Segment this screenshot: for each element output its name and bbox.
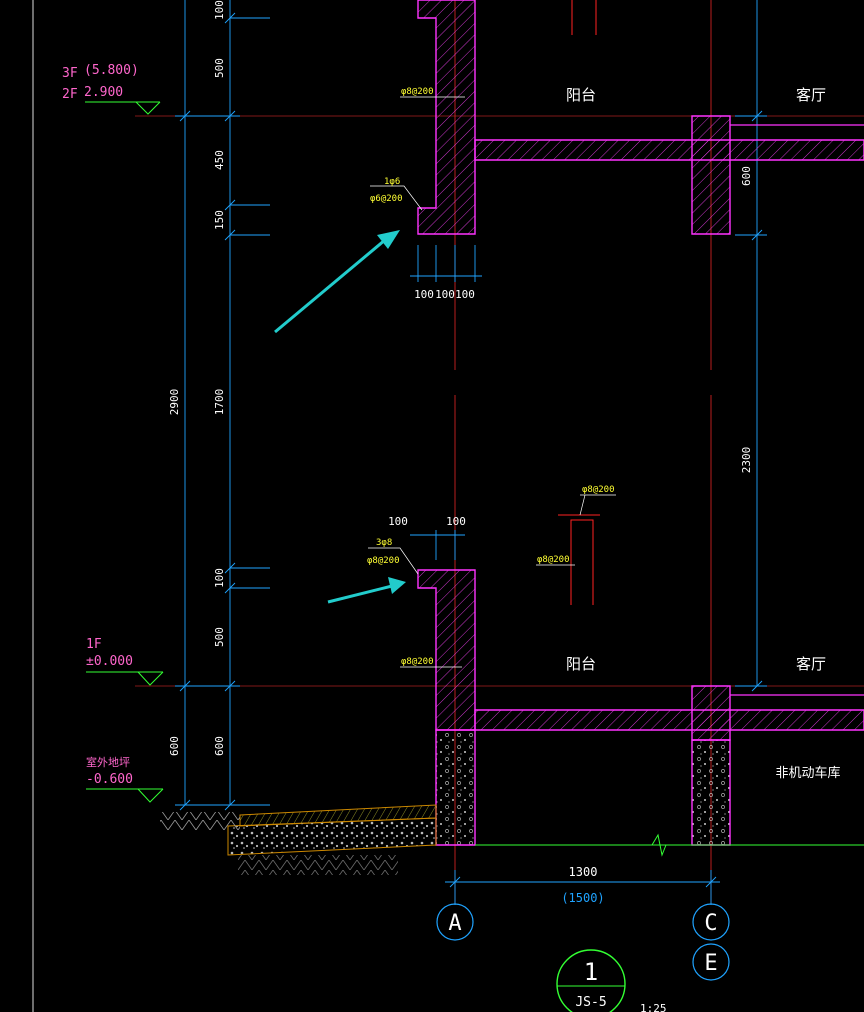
dim-500-top: 500 [213,58,226,78]
dim-100-top: 100 [213,0,226,20]
rebar-label-upper-ledge-top: 1φ6 [384,177,400,187]
level-ground-symbol [86,788,164,803]
rebar-lines [558,0,600,605]
lower-balcony-wall [417,569,864,846]
dim-600-bottom: 600 [213,736,226,756]
upper-detail-dim-b: 100 [435,288,455,301]
rebar-label-center-top: φ8@200 [582,485,615,495]
bottom-dimension [445,870,720,905]
rebar-label-upper-wall: φ8@200 [401,87,434,97]
level-2f-value: 2.900 [84,85,123,100]
level-2f-label: 2F [62,87,78,102]
axis-label-a: A [448,911,461,936]
room-living-lower: 客厅 [796,655,826,673]
rebar-leaders [368,96,616,668]
level-reference-lines [135,115,864,687]
rebar-label-mid-top: 3φ8 [376,538,392,548]
left-dimension-texts: 2900 600 100 500 450 150 1700 100 500 60… [168,0,226,756]
mid-detail-dim-a: 100 [388,515,408,528]
room-balcony-lower: 阳台 [566,655,596,673]
dim-100-mid: 100 [213,568,226,588]
left-dimension-chains [175,0,270,811]
bottom-dim-1500: (1500) [561,891,604,905]
room-balcony-upper: 阳台 [566,86,596,104]
level-3f-value: (5.800) [84,63,139,78]
dim-right-2300: 2300 [740,447,753,474]
level-ground-marker: 室外地坪 -0.600 [86,755,164,803]
bottom-dim-1300: 1300 [569,865,598,879]
ground-slab [160,804,864,875]
room-living-upper: 客厅 [796,86,826,104]
dim-right-600: 600 [740,166,753,186]
level-ground-value: -0.600 [86,772,133,787]
mid-detail-dimension [410,530,465,560]
upper-detail-dimension [410,245,482,282]
level-2f-symbol [85,101,161,115]
axis-bubble-e[interactable]: E [692,943,730,981]
dim-450: 450 [213,150,226,170]
level-1f-marker: 1F ±0.000 [86,637,164,686]
dim-1700: 1700 [213,389,226,416]
axis-label-c: C [704,911,717,936]
level-1f-symbol [86,671,164,686]
annotation-arrow-upper [274,230,400,334]
upper-detail-dim-a: 100 [414,288,434,301]
axis-label-e: E [704,951,717,976]
rebar-label-lower-wall: φ8@200 [401,657,434,667]
rebar-label-upper-ledge-bottom: φ6@200 [370,194,403,204]
level-1f-label: 1F [86,637,102,652]
detail-scale: 1:25 [640,1002,667,1012]
dim-500-mid: 500 [213,627,226,647]
upper-detail-dim-c: 100 [455,288,475,301]
right-dimension-chain [735,0,767,692]
rebar-label-mid-bottom: φ8@200 [367,556,400,566]
dim-total-2900: 2900 [168,389,181,416]
axis-grid-lines [454,0,712,905]
level-1f-value: ±0.000 [86,654,133,669]
axis-bubble-c[interactable]: C [692,903,730,941]
dim-150: 150 [213,210,226,230]
mid-detail-dim-b: 100 [446,515,466,528]
level-3f-2f-marker: 3F (5.800) 2F 2.900 [62,63,161,115]
upper-balcony-wall [417,0,864,235]
annotation-arrow-lower [327,577,406,604]
detail-number: 1 [584,958,598,986]
level-3f-label: 3F [62,66,78,81]
detail-index-bubble[interactable]: 1 JS-5 1:25 [556,949,667,1012]
room-bike-garage: 非机动车库 [775,765,840,781]
rebar-label-center-left: φ8@200 [537,555,570,565]
detail-sheet: JS-5 [575,995,606,1010]
dim-lower-600: 600 [168,736,181,756]
axis-bubble-a[interactable]: A [436,903,474,941]
level-ground-label: 室外地坪 [86,755,130,769]
